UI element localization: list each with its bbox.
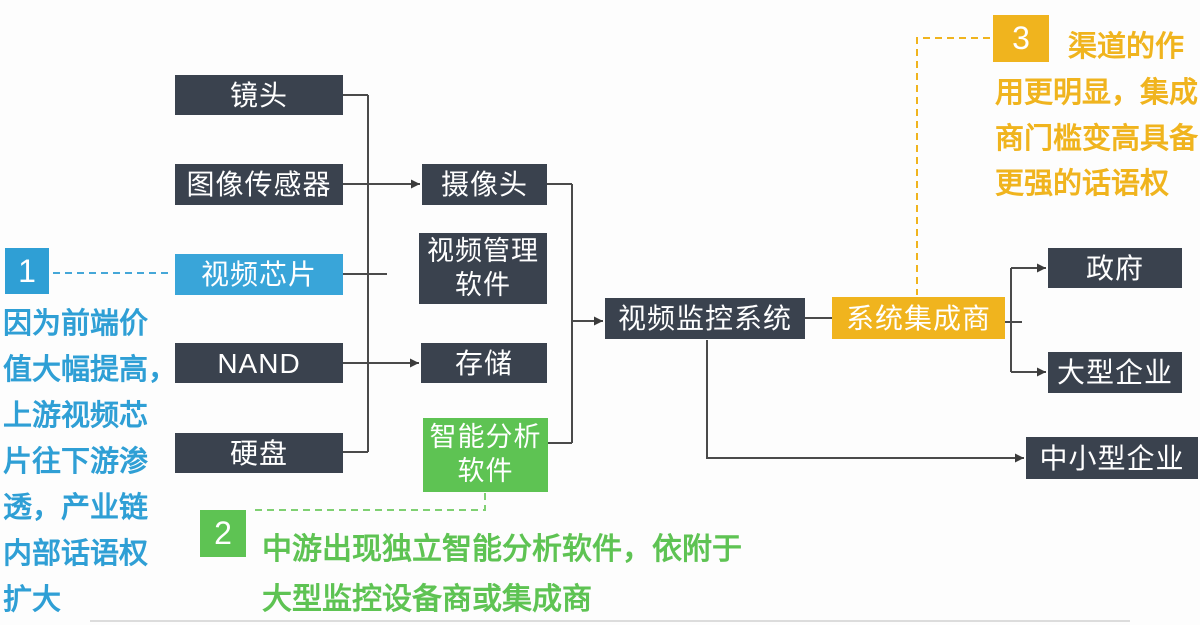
badge-note2-number: 2 xyxy=(200,510,246,557)
note3-line3: 商门槛变高具备 xyxy=(995,123,1199,155)
note1-line: 透，产业链 xyxy=(3,492,149,524)
note1-line: 内部话语权 xyxy=(3,538,149,570)
node-system-integrator: 系统集成商 xyxy=(832,297,1005,339)
node-hard-disk: 硬盘 xyxy=(175,433,343,473)
node-nand-label: NAND xyxy=(217,347,301,379)
dashed-callout-note2 xyxy=(250,493,486,511)
note1-line: 上游视频芯 xyxy=(3,400,149,432)
badge-note2-number-text: 2 xyxy=(214,515,232,551)
note3-line1: 渠道的作 xyxy=(1068,31,1185,63)
note1-line: 值大幅提高， xyxy=(3,354,178,386)
node-image-sensor: 图像传感器 xyxy=(175,164,343,205)
node-nand: NAND xyxy=(175,343,343,383)
node-surveillance-system: 视频监控系统 xyxy=(605,298,805,339)
node-sme-label: 中小型企业 xyxy=(1039,442,1185,474)
node-large-enterprise-label: 大型企业 xyxy=(1056,357,1173,388)
note3-line2: 用更明显，集成 xyxy=(995,77,1199,109)
node-vms-label-line1: 视频管理 xyxy=(427,235,539,266)
note3-line4: 更强的话语权 xyxy=(995,168,1170,200)
badge-note1-number-text: 1 xyxy=(18,252,36,289)
node-system-integrator-label: 系统集成商 xyxy=(845,302,991,334)
node-lens-label: 镜头 xyxy=(229,79,288,111)
node-lens: 镜头 xyxy=(175,75,343,115)
node-vms-label-line2: 软件 xyxy=(455,269,511,300)
node-government: 政府 xyxy=(1048,248,1182,288)
note1-line: 扩大 xyxy=(3,584,62,616)
note1-text: 因为前端价 值大幅提高， 上游视频芯 片往下游渗 透，产业链 内部话语权 扩大 xyxy=(3,301,177,623)
node-video-management-software: 视频管理 软件 xyxy=(419,233,547,304)
node-government-label: 政府 xyxy=(1085,252,1144,284)
node-hard-disk-label: 硬盘 xyxy=(229,437,288,469)
node-sme: 中小型企业 xyxy=(1026,437,1198,479)
badge-note3-number-text: 3 xyxy=(1012,20,1030,56)
note2-line1: 中游出现独立智能分析软件，依附于 xyxy=(262,533,742,566)
node-surveillance-system-label: 视频监控系统 xyxy=(617,303,792,334)
note2-line2: 大型监控设备商或集成商 xyxy=(262,583,592,616)
node-ai-label-line1: 智能分析 xyxy=(429,422,542,453)
node-storage: 存储 xyxy=(421,343,547,383)
badge-note1-number: 1 xyxy=(5,248,49,294)
node-storage-label: 存储 xyxy=(454,347,513,379)
arrow-system-to-sme xyxy=(706,340,1024,463)
node-image-sensor-label: 图像传感器 xyxy=(186,169,332,200)
dashed-callout-note3 xyxy=(916,37,990,295)
node-camera-label: 摄像头 xyxy=(440,169,528,200)
node-ai-analysis-software: 智能分析 软件 xyxy=(423,418,548,492)
note1-line: 片往下游渗 xyxy=(3,446,149,478)
node-large-enterprise: 大型企业 xyxy=(1048,352,1182,393)
node-video-chip-label: 视频芯片 xyxy=(200,259,317,290)
note1-line: 因为前端价 xyxy=(3,308,149,340)
node-video-chip: 视频芯片 xyxy=(175,254,343,295)
badge-note3-number: 3 xyxy=(993,15,1049,62)
node-camera: 摄像头 xyxy=(422,164,547,205)
node-ai-label-line2: 软件 xyxy=(457,456,514,486)
